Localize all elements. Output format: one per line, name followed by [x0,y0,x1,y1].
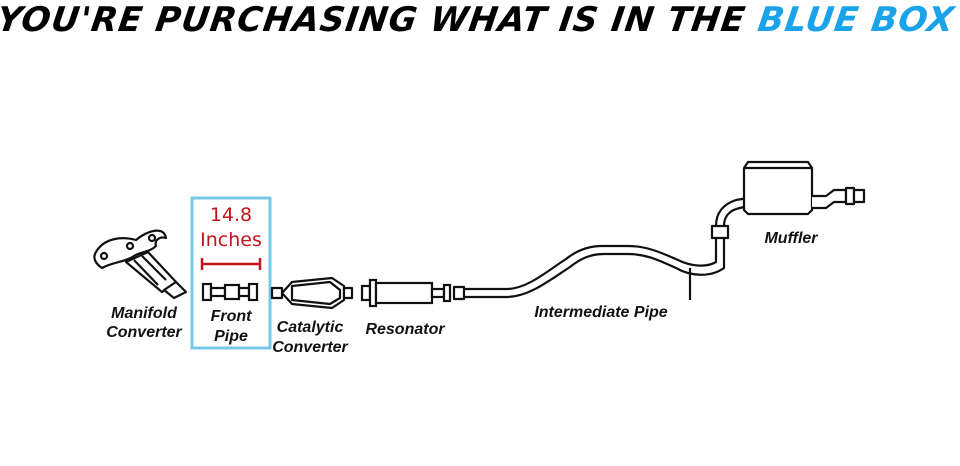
label-front-pipe-1: Front [211,308,253,325]
label-intermediate-pipe: Intermediate Pipe [534,304,667,321]
catalytic-converter-part[interactable] [270,276,354,310]
manifold-converter-part[interactable] [93,229,188,300]
muffler-part[interactable] [742,160,866,216]
intermediate-pipe-part[interactable] [452,196,749,301]
dimension-unit: Inches [200,229,262,251]
label-front-pipe-2: Pipe [214,328,248,345]
label-catalytic-converter-2: Converter [272,339,348,356]
label-catalytic-converter-1: Catalytic [277,319,344,336]
blue-selection-box[interactable] [190,196,272,350]
label-manifold-converter-2: Converter [106,324,182,341]
dimension-value: 14.8 [210,204,252,226]
resonator-part[interactable] [360,278,452,308]
label-muffler: Muffler [764,230,818,247]
dimension-line [200,258,262,270]
front-pipe-part[interactable] [201,282,259,302]
label-manifold-converter-1: Manifold [111,305,178,322]
label-resonator: Resonator [365,321,445,338]
